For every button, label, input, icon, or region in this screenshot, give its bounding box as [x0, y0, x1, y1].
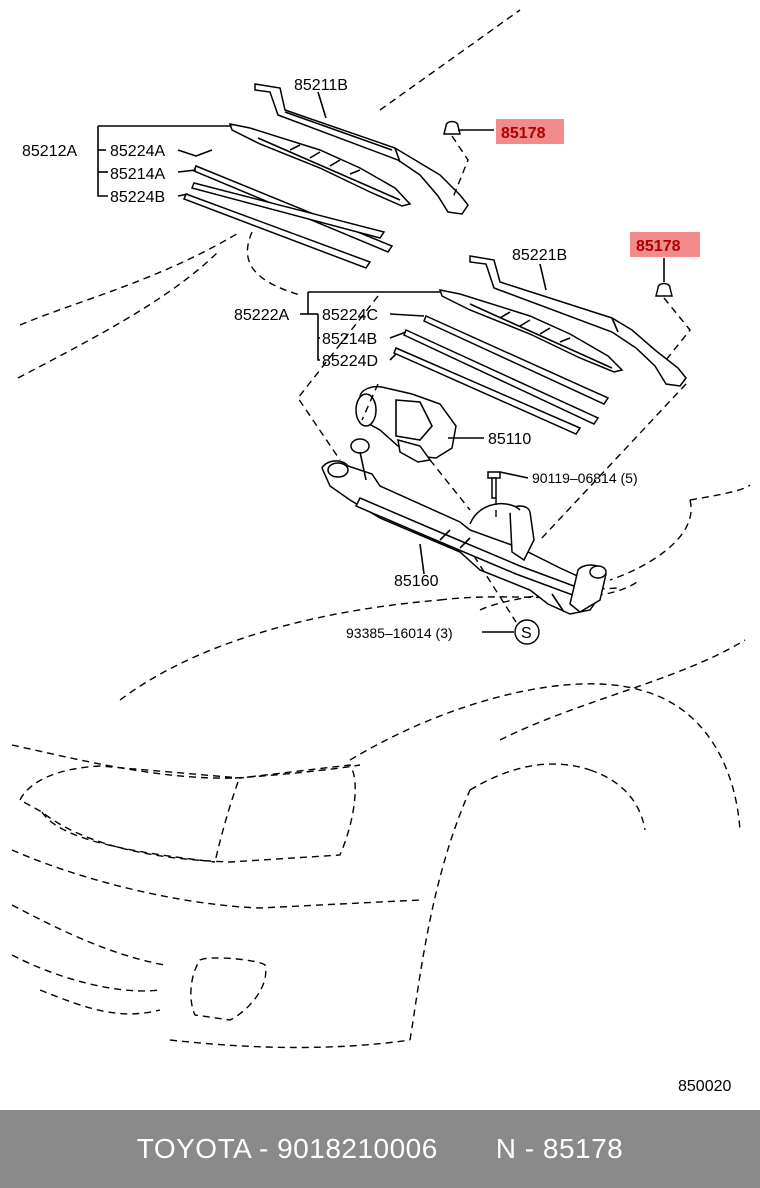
figure-number: 850020	[678, 1078, 731, 1095]
bolt	[487, 471, 501, 499]
front-wiper-arm	[254, 83, 469, 215]
footer-bar: TOYOTA - 9018210006 N - 85178	[0, 1110, 760, 1188]
connector-lines	[297, 295, 687, 623]
label-85214B: 85214B	[322, 331, 377, 348]
label-85212A: 85212A	[22, 143, 77, 160]
cap-front	[443, 120, 469, 201]
label-85224A: 85224A	[110, 143, 165, 160]
screw-symbol-circle	[514, 619, 540, 645]
label-93385-16014: 93385–16014 (3)	[346, 625, 453, 641]
label-85160: 85160	[394, 573, 439, 590]
highlight-cap-rear	[630, 232, 700, 257]
passenger-wiper-blade	[393, 289, 624, 435]
leader-arm-rear	[539, 263, 547, 291]
label-85224D: 85224D	[322, 353, 378, 370]
bracket-rear	[300, 291, 440, 361]
label-85224C: 85224C	[322, 307, 378, 324]
label-85211B: 85211B	[294, 77, 348, 94]
highlight-cap-front	[496, 119, 564, 144]
label-85110: 85110	[488, 431, 531, 448]
car-body-outline	[11, 9, 751, 1049]
wiper-linkage	[321, 438, 607, 615]
label-85178-rear[interactable]: 85178	[636, 238, 681, 255]
label-85221B: 85221B	[512, 247, 567, 264]
footer-part-info: TOYOTA - 9018210006 N - 85178	[136, 1133, 624, 1164]
bracket-front	[97, 125, 230, 197]
wiper-motor	[355, 386, 457, 463]
screw-symbol-text: S	[521, 625, 532, 642]
cap-passenger	[655, 282, 691, 361]
leader-arm-front	[317, 91, 327, 119]
label-85178-front[interactable]: 85178	[501, 125, 546, 142]
label-90119-06814: 90119–06814 (5)	[532, 470, 638, 486]
front-wiper-blade	[183, 123, 412, 269]
label-85222A: 85222A	[234, 307, 289, 324]
label-85214A: 85214A	[110, 166, 165, 183]
passenger-wiper-arm	[469, 255, 687, 387]
label-85224B: 85224B	[110, 189, 165, 206]
parts-diagram: 85211B 85212A 85224A 85214A 85224B 85178…	[11, 9, 751, 1095]
